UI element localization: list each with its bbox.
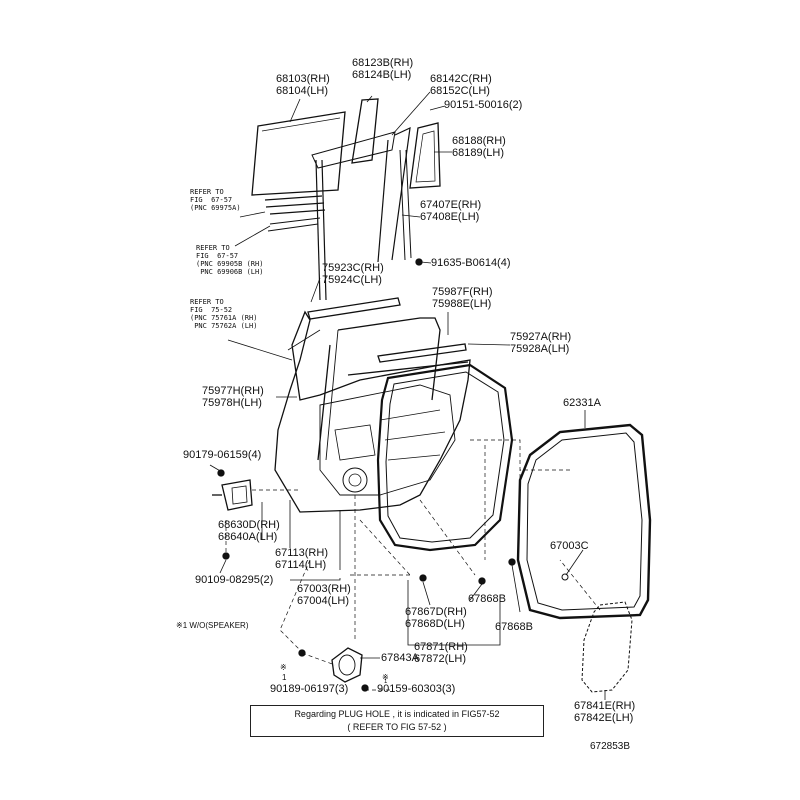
- refer-note-75761a: REFER TO FIG 75-52 (PNC 75761A (RH) PNC …: [190, 298, 258, 330]
- without-speaker-note: ※1 W/O(SPEAKER): [176, 621, 249, 630]
- part-label-67868b-a: 67868B: [468, 593, 506, 605]
- part-label-75923c: 75923C(RH): [322, 262, 384, 274]
- part-label-68152c: 68152C(LH): [430, 85, 490, 97]
- footnote-number-b: 1: [384, 679, 388, 685]
- part-label-67868d: 67868D(LH): [405, 618, 465, 630]
- part-label-68103: 68103(RH): [276, 73, 330, 85]
- plug-hole-note: Regarding PLUG HOLE , it is indicated in…: [250, 705, 544, 737]
- part-label-67867d: 67867D(RH): [405, 606, 467, 618]
- part-label-68640a: 68640A(LH): [218, 531, 278, 543]
- part-label-75978h: 75978H(LH): [202, 397, 262, 409]
- footnote-mark-a: ※: [280, 663, 287, 672]
- plug-hole-note-line1: Regarding PLUG HOLE , it is indicated in…: [294, 709, 500, 719]
- part-label-67842e: 67842E(LH): [574, 712, 634, 724]
- part-label-67408e: 67408E(LH): [420, 211, 480, 223]
- refer-note-69975a: REFER TO FIG 67-57 (PNC 69975A): [190, 188, 241, 212]
- figure-number: 672853B: [590, 741, 631, 752]
- part-label-67004: 67004(LH): [297, 595, 349, 607]
- part-label-67003c: 67003C: [550, 540, 589, 552]
- part-label-67843a: 67843A: [381, 652, 419, 664]
- part-label-68123b: 68123B(RH): [352, 57, 414, 69]
- part-label-75928a: 75928A(LH): [510, 343, 570, 355]
- part-label-90151: 90151-50016(2): [444, 99, 523, 111]
- part-label-90189: 90189-06197(3): [270, 683, 349, 695]
- part-label-91635: 91635-B0614(4): [431, 257, 511, 269]
- part-label-75987f: 75987F(RH): [432, 286, 493, 298]
- part-label-67407e: 67407E(RH): [420, 199, 482, 211]
- part-label-90109: 90109-08295(2): [195, 574, 274, 586]
- part-label-68189: 68189(LH): [452, 147, 504, 159]
- part-label-68630d: 68630D(RH): [218, 519, 280, 531]
- part-label-75924c: 75924C(LH): [322, 274, 382, 286]
- part-label-75927a: 75927A(RH): [510, 331, 572, 343]
- footnote-number-a: 1: [282, 673, 287, 682]
- footnote-mark-b: ※: [382, 673, 389, 682]
- part-label-67841e: 67841E(RH): [574, 700, 636, 712]
- part-label-67003: 67003(RH): [297, 583, 351, 595]
- part-label-67868b-b: 67868B: [495, 621, 533, 633]
- part-label-67113: 67113(RH): [275, 547, 328, 559]
- part-label-75988e: 75988E(LH): [432, 298, 492, 310]
- part-label-75977h: 75977H(RH): [202, 385, 264, 397]
- part-label-67872: 67872(LH): [414, 653, 466, 665]
- part-label-68124b: 68124B(LH): [352, 69, 412, 81]
- part-label-90159: 90159-60303(3): [377, 683, 456, 695]
- part-label-90179: 90179-06159(4): [183, 449, 262, 461]
- part-label-62331a: 62331A: [563, 397, 601, 409]
- plug-hole-note-line2: ( REFER TO FIG 57-52 ): [347, 722, 447, 732]
- part-label-68188: 68188(RH): [452, 135, 506, 147]
- part-label-67114: 67114(LH): [275, 559, 327, 571]
- part-label-67871: 67871(RH): [414, 641, 468, 653]
- part-label-68104: 68104(LH): [276, 85, 328, 97]
- part-label-68142c: 68142C(RH): [430, 73, 492, 85]
- refer-note-69905b: REFER TO FIG 67-57 (PNC 69905B (RH) PNC …: [196, 244, 264, 276]
